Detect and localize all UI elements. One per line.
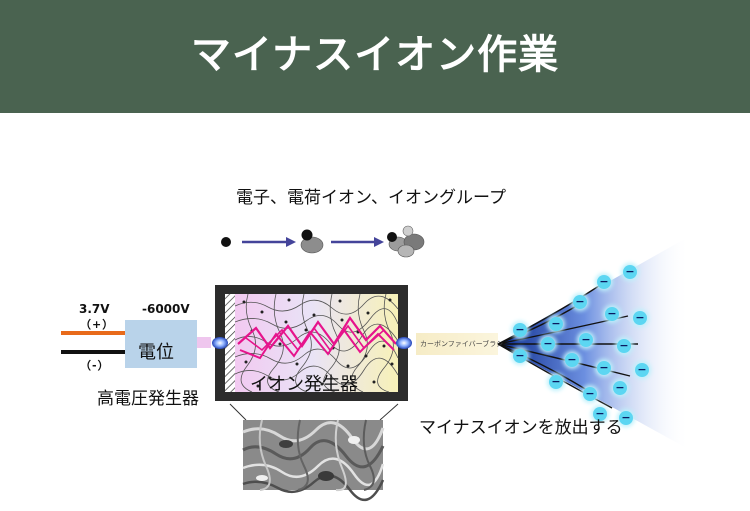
ion-group-particle xyxy=(387,225,425,258)
chamber-left-electrode xyxy=(225,294,235,392)
negative-ion-marker: − xyxy=(579,333,593,347)
connector-stub xyxy=(197,337,211,348)
negative-ion-marker: − xyxy=(513,323,527,337)
negative-ion-marker: − xyxy=(619,411,633,425)
ion-path-1 xyxy=(237,316,397,350)
page-title: マイナスイオン作業 xyxy=(190,32,560,78)
negative-ion-marker: − xyxy=(513,349,527,363)
chamber-cell-pattern xyxy=(234,293,399,393)
negative-ion-marker: − xyxy=(635,363,649,377)
negative-ion-marker: − xyxy=(597,361,611,375)
positive-terminal-label: （+） xyxy=(80,318,115,331)
negative-ion-marker: − xyxy=(573,295,587,309)
negative-ion-marker: − xyxy=(623,265,637,279)
potential-label: 電位 xyxy=(138,342,174,363)
negative-ion-marker: − xyxy=(633,311,647,325)
negative-ion-marker: − xyxy=(541,337,555,351)
ion-spray-cone xyxy=(498,236,690,450)
electron-particle xyxy=(221,237,231,247)
output-voltage-label: -6000V xyxy=(142,302,190,316)
emission-label: マイナスイオンを放出する xyxy=(419,418,623,438)
negative-ion-marker: − xyxy=(613,381,627,395)
negative-terminal-label: （-） xyxy=(80,359,110,372)
zoom-line-right xyxy=(379,403,399,421)
hv-generator-label: 高電圧発生器 xyxy=(97,389,199,409)
input-electrode-node xyxy=(212,337,228,349)
ion-generator-label: イオン発生器 xyxy=(250,374,358,395)
negative-ion-marker: − xyxy=(617,339,631,353)
micrograph-image xyxy=(242,419,385,502)
brush-label: カーボンファイバーブラシ xyxy=(420,340,504,348)
particle-heading: 電子、電荷イオン、イオングループ xyxy=(236,188,506,208)
negative-ion-marker: − xyxy=(583,387,597,401)
arrow-head-1 xyxy=(286,237,296,247)
negative-ion-marker: − xyxy=(597,275,611,289)
zoom-line-left xyxy=(229,403,247,421)
negative-ion-marker: − xyxy=(605,307,619,321)
negative-ion-marker: − xyxy=(549,375,563,389)
negative-ion-marker: − xyxy=(549,317,563,331)
negative-ion-marker: − xyxy=(593,407,607,421)
charged-ion-particle xyxy=(300,229,324,254)
input-voltage-label: 3.7V xyxy=(79,302,110,316)
carbon-fiber-brush xyxy=(416,333,498,355)
output-electrode-node xyxy=(396,337,412,349)
potential-box xyxy=(125,320,197,368)
ion-path-3 xyxy=(245,324,385,352)
negative-ion-marker: − xyxy=(565,353,579,367)
arrow-head-2 xyxy=(374,237,384,247)
header-bar: マイナスイオン作業 xyxy=(0,0,750,113)
